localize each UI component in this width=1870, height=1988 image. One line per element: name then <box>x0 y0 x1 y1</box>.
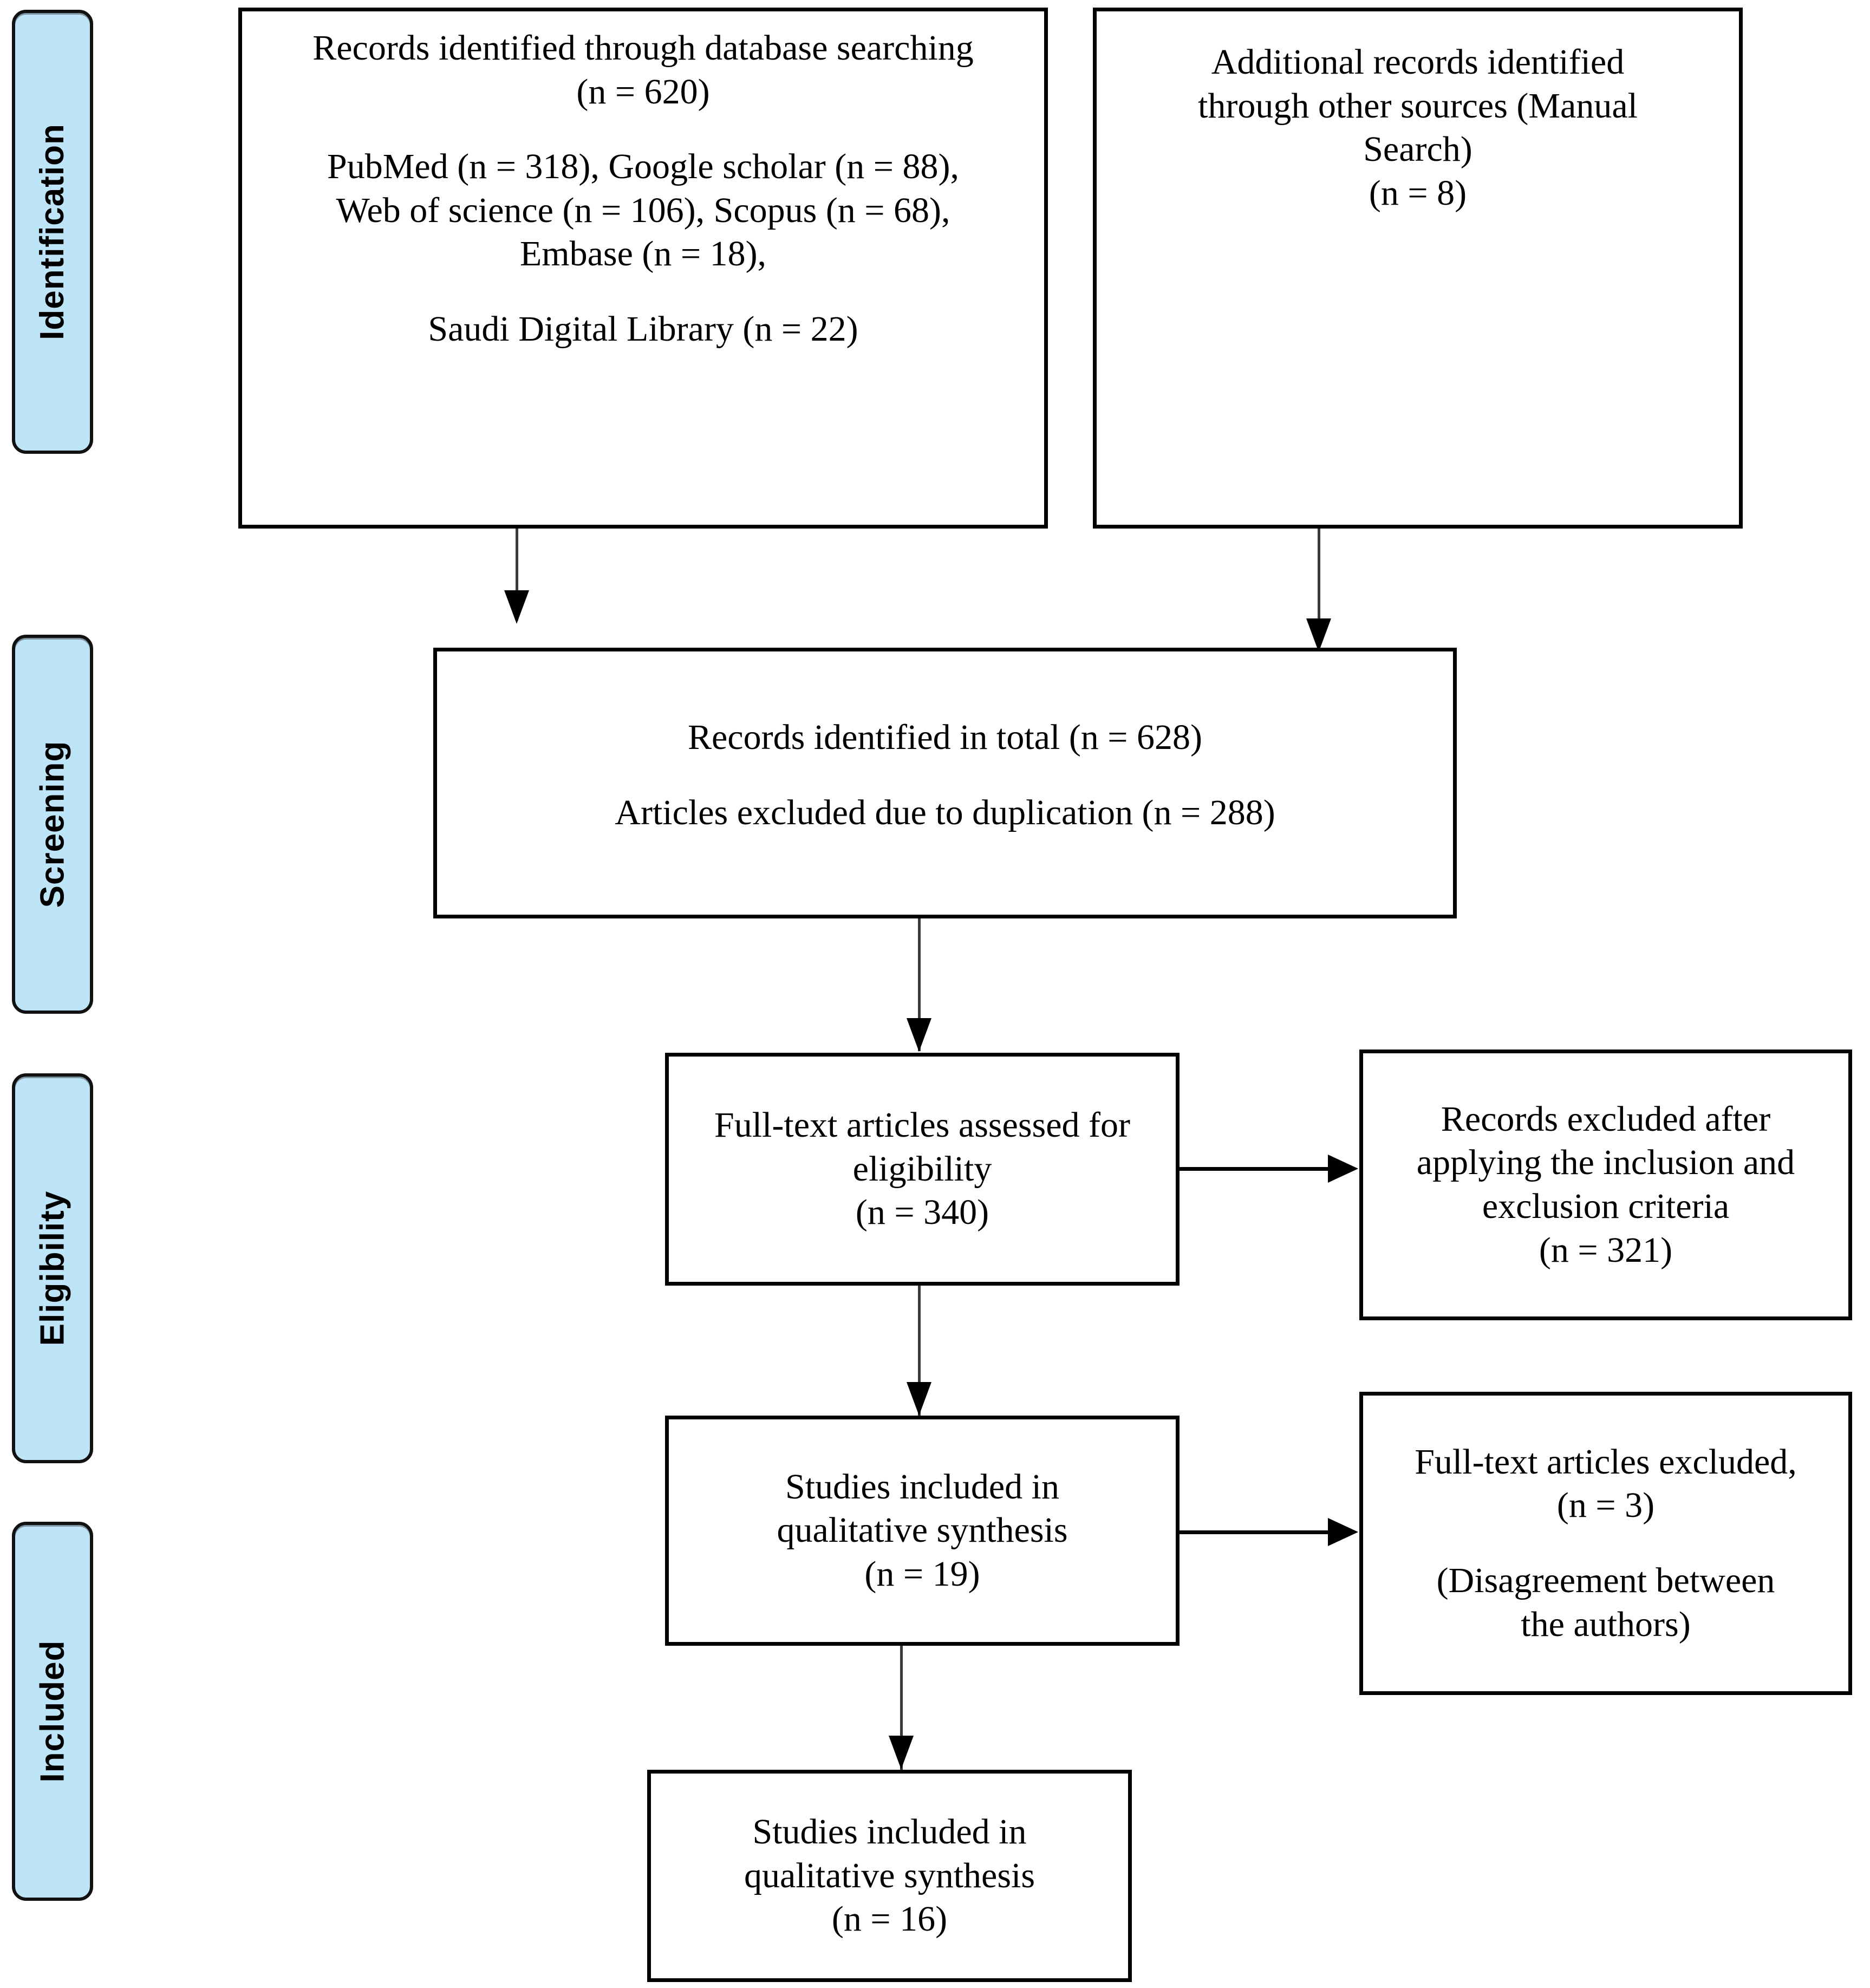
arrow-fulltext-to-qualitative19 <box>907 1382 931 1416</box>
arrow-fulltext-to-excluded <box>1328 1155 1358 1183</box>
box-full-text-assessed: Full-text articles assessed for eligibil… <box>665 1053 1180 1286</box>
box-qualitative-19: Studies included in qualitative synthesi… <box>665 1416 1180 1646</box>
box-database-search-line2: PubMed (n = 318), Google scholar (n = 88… <box>327 147 959 274</box>
stage-tab-screening: Screening <box>12 635 93 1014</box>
box-records-total-line2: Articles excluded due to duplication (n … <box>615 793 1275 832</box>
stage-tab-identification-label: Identification <box>34 123 71 340</box>
box-database-search-line3: Saudi Digital Library (n = 22) <box>428 309 858 349</box>
stage-tab-eligibility: Eligibility <box>12 1073 93 1463</box>
arrow-qualitative19-to-fulltext-excluded <box>1328 1518 1358 1546</box>
box-fulltext-excluded: Full-text articles excluded, (n = 3) (Di… <box>1359 1392 1852 1695</box>
box-records-total: Records identified in total (n = 628) Ar… <box>433 648 1457 918</box>
arrow-database-search-to-total <box>504 590 529 624</box>
box-qualitative-19-line1: Studies included in qualitative synthesi… <box>777 1466 1068 1594</box>
box-fulltext-excluded-line1: Full-text articles excluded, (n = 3) <box>1415 1442 1797 1526</box>
box-other-sources-line1: Additional records identified through ot… <box>1198 42 1638 213</box>
box-records-excluded-line1: Records excluded after applying the incl… <box>1416 1099 1795 1270</box>
arrow-total-to-fulltext <box>907 1018 931 1052</box>
stage-tab-screening-label: Screening <box>34 740 71 908</box>
box-qualitative-16-line1: Studies included in qualitative synthesi… <box>744 1812 1035 1939</box>
box-records-excluded: Records excluded after applying the incl… <box>1359 1050 1852 1320</box>
box-other-sources: Additional records identified through ot… <box>1093 8 1743 529</box>
box-database-search: Records identified through database sear… <box>238 8 1048 529</box>
stage-tab-identification: Identification <box>12 10 93 454</box>
stage-tab-included: Included <box>12 1522 93 1901</box>
connector-fulltext-to-qualitative19 <box>918 1286 921 1416</box>
connector-other-sources-to-total <box>1318 529 1320 650</box>
connector-fulltext-to-excluded <box>1180 1167 1330 1171</box>
box-qualitative-16: Studies included in qualitative synthesi… <box>647 1770 1132 1982</box>
box-fulltext-excluded-line2: (Disagreement between the authors) <box>1436 1561 1775 1644</box>
connector-database-search-to-total <box>516 529 518 621</box>
connector-qualitative19-to-fulltext-excluded <box>1180 1530 1330 1534</box>
stage-tab-included-label: Included <box>34 1640 71 1783</box>
box-full-text-assessed-line1: Full-text articles assessed for eligibil… <box>714 1105 1130 1233</box>
box-database-search-line1: Records identified through database sear… <box>312 28 974 112</box>
connector-total-to-fulltext <box>918 918 921 1051</box>
arrow-qualitative19-to-qualitative16 <box>889 1736 914 1769</box>
stage-tab-eligibility-label: Eligibility <box>34 1190 71 1346</box>
connector-qualitative19-to-qualitative16 <box>900 1646 903 1770</box>
box-records-total-line1: Records identified in total (n = 628) <box>687 718 1202 758</box>
arrow-other-sources-to-total <box>1306 618 1331 652</box>
